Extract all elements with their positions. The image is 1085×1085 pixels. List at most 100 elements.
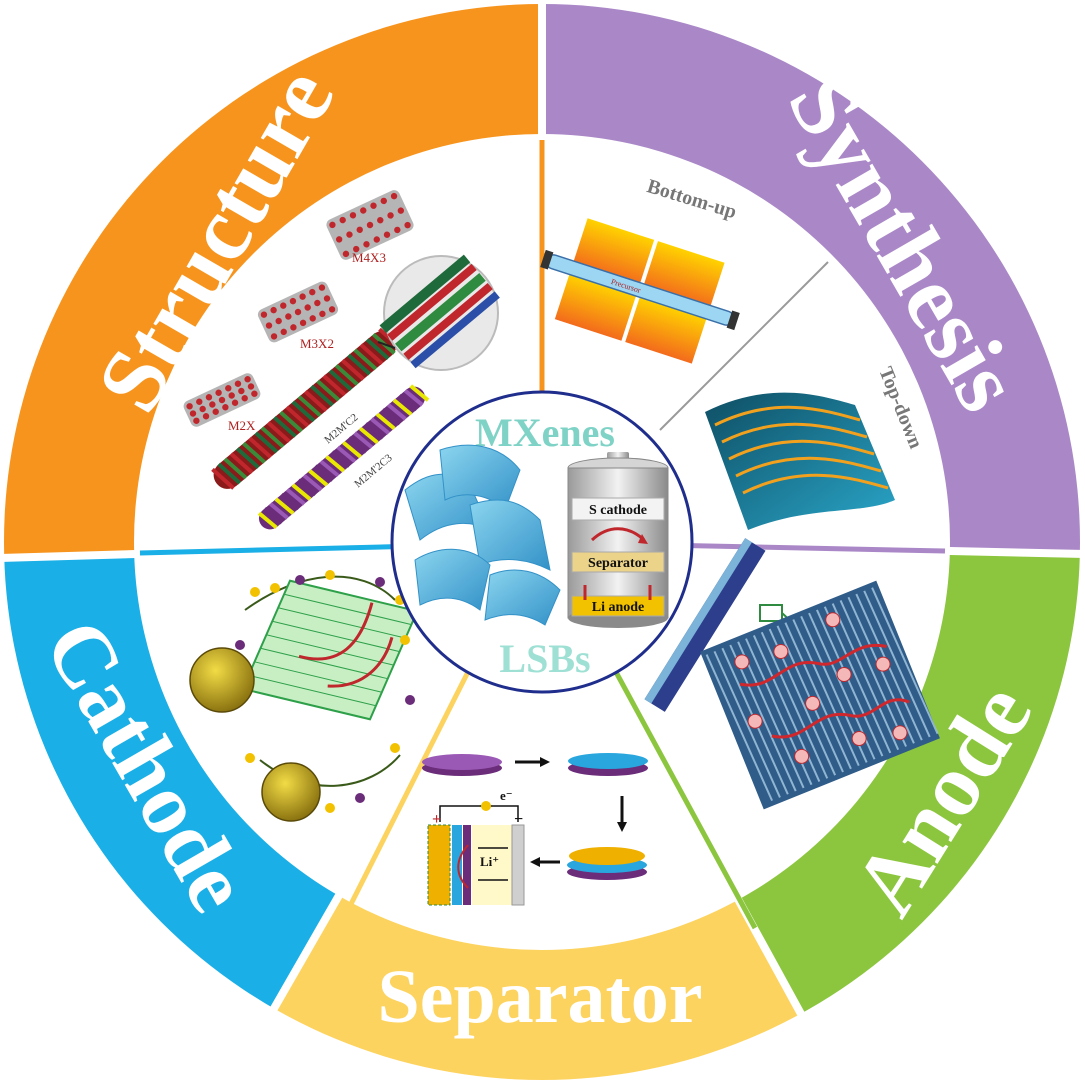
atom-dot bbox=[309, 315, 316, 322]
zoom-layers bbox=[379, 254, 500, 369]
rod-stripe bbox=[217, 462, 242, 485]
separator-illustration: e⁻ + − Li⁺ bbox=[422, 753, 648, 906]
polysulfide-dot bbox=[245, 753, 255, 763]
atom-dot bbox=[328, 306, 336, 313]
atom-dot bbox=[366, 221, 374, 229]
atom-dot bbox=[205, 394, 213, 401]
atom-dot bbox=[231, 399, 239, 406]
layered-film bbox=[705, 392, 895, 530]
structure-illustration: M4X3 M3X2 M2X M2M'C2 M2M'2C3 bbox=[183, 190, 500, 530]
atom-dot bbox=[196, 398, 203, 405]
cathode-illustration bbox=[189, 570, 419, 822]
polysulfide-dot bbox=[325, 570, 335, 580]
rod-stripe bbox=[297, 478, 317, 497]
rod-stripe bbox=[358, 426, 379, 445]
rod-stripe bbox=[336, 445, 357, 464]
lattice-line bbox=[260, 647, 388, 680]
polysulfide-dot bbox=[235, 640, 245, 650]
rod-stripe bbox=[370, 417, 390, 435]
rod-stripe bbox=[223, 457, 248, 480]
battery-separator-layer bbox=[571, 551, 665, 573]
m2x-block bbox=[183, 373, 261, 427]
lattice-line bbox=[254, 661, 382, 693]
mxene-sheets bbox=[404, 444, 561, 626]
rod-stripe bbox=[285, 488, 306, 506]
rod-stripe bbox=[310, 384, 334, 407]
formula-m3x2: M3X2 bbox=[300, 336, 334, 351]
crystal-lattice bbox=[241, 579, 419, 721]
lithium-ion bbox=[836, 666, 852, 682]
atom-dot bbox=[270, 306, 277, 314]
anode-illustration bbox=[644, 538, 940, 810]
formula-m2x: M2X bbox=[228, 418, 256, 433]
rod-stripe bbox=[229, 452, 254, 475]
rod-stripe bbox=[403, 389, 424, 407]
polysulfide-dot bbox=[325, 803, 335, 813]
atom-dot bbox=[323, 295, 331, 302]
lattice-line bbox=[278, 607, 406, 639]
rod-stripe bbox=[325, 455, 345, 473]
atom-dot bbox=[260, 311, 268, 318]
rod-stripe bbox=[308, 469, 329, 487]
atom-dot bbox=[377, 217, 384, 224]
rod-stripe bbox=[269, 502, 289, 520]
surface-streak bbox=[705, 654, 773, 802]
atom-dot bbox=[342, 250, 350, 258]
rod-stripe bbox=[280, 492, 301, 511]
atom-dot bbox=[212, 408, 219, 415]
polysulfide-dot bbox=[390, 743, 400, 753]
lithium-ion bbox=[851, 731, 867, 747]
lattice-line bbox=[248, 674, 377, 707]
rod-stripe bbox=[263, 506, 284, 525]
atom-dot bbox=[387, 212, 394, 219]
synthesis-illustration: Bottom-up Top-down Precursor bbox=[540, 175, 927, 530]
atom-dot bbox=[360, 207, 367, 214]
polysulfide-dot bbox=[400, 635, 410, 645]
battery-anode-label: Li anode bbox=[592, 600, 645, 615]
lattice-line bbox=[266, 634, 394, 666]
rod-stripe bbox=[359, 343, 384, 366]
atom-dot bbox=[289, 297, 297, 305]
atom-dot bbox=[404, 221, 411, 229]
atom-dot bbox=[314, 299, 321, 307]
atom-dot bbox=[199, 405, 206, 413]
rod-stripe bbox=[381, 407, 402, 426]
rod-stripe bbox=[316, 379, 341, 402]
surface-streak bbox=[792, 619, 860, 767]
atom-dot bbox=[234, 380, 242, 387]
mxenes-label: MXenes bbox=[475, 410, 615, 455]
rod-stripe bbox=[303, 390, 328, 412]
polysulfide-dot bbox=[405, 695, 415, 705]
surface-streak bbox=[760, 631, 829, 779]
sulfur-sphere-top bbox=[189, 647, 255, 713]
rod-stripe bbox=[365, 338, 390, 360]
surface-streak bbox=[831, 603, 900, 751]
atom-dot bbox=[329, 221, 336, 229]
lsbs-label: LSBs bbox=[499, 636, 590, 681]
lattice-line bbox=[242, 688, 371, 720]
rod-stripe bbox=[257, 511, 278, 530]
atom-dot bbox=[189, 410, 197, 417]
rod-stripe bbox=[291, 400, 316, 423]
polysulfide-dot bbox=[270, 583, 280, 593]
surface-streak bbox=[729, 644, 797, 792]
rod-stripe bbox=[273, 415, 297, 438]
rod-stripe bbox=[313, 464, 334, 482]
sulfur-sphere-bottom bbox=[261, 762, 321, 822]
atom-dot bbox=[247, 383, 255, 390]
rod-stripe bbox=[274, 497, 295, 515]
rod-stripe bbox=[334, 364, 359, 386]
rod-stripe bbox=[409, 384, 430, 402]
furnace: Precursor bbox=[540, 218, 740, 364]
surface-streak bbox=[816, 609, 884, 757]
rod-stripe bbox=[260, 426, 285, 449]
atom-dot bbox=[244, 376, 251, 383]
atom-dot bbox=[394, 226, 401, 234]
atom-dot bbox=[241, 395, 248, 402]
rod-stripe bbox=[328, 369, 353, 392]
atom-dot bbox=[270, 333, 278, 340]
atom-dot bbox=[363, 241, 370, 248]
rod-stripe bbox=[342, 440, 362, 459]
rod-stripe bbox=[266, 421, 291, 443]
lattice-line bbox=[283, 593, 412, 626]
